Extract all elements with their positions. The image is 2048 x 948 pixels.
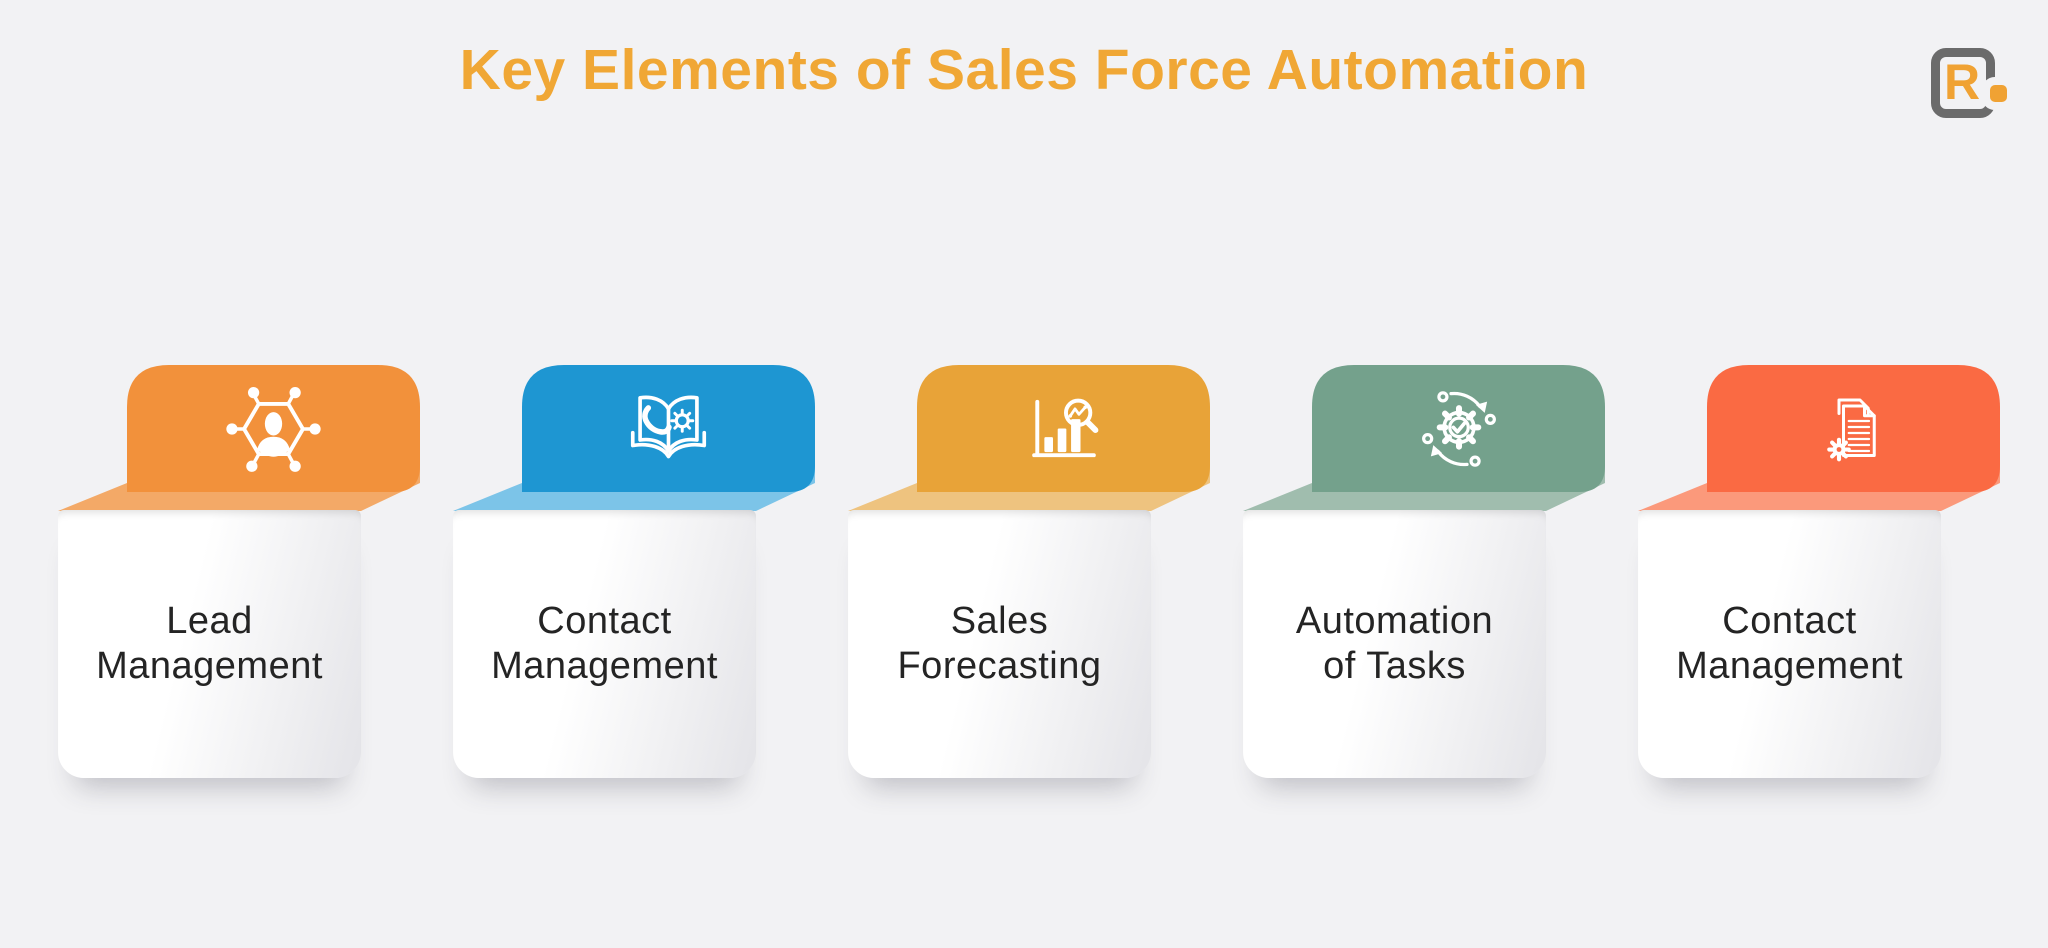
card-contact-management: Contact Management xyxy=(453,365,815,778)
card-contact-management-2: Contact Management xyxy=(1638,365,2000,778)
card-body: Contact Management xyxy=(1638,510,1941,778)
card-header-shape xyxy=(1638,365,2000,511)
card-label: Sales Forecasting xyxy=(897,600,1102,687)
page-title: Key Elements of Sales Force Automation xyxy=(459,38,1589,102)
network-user-icon xyxy=(226,386,321,472)
card-automation-of-tasks: Automation of Tasks xyxy=(1243,365,1605,778)
book-phone-gear-icon xyxy=(630,395,707,458)
card-body: Contact Management xyxy=(453,510,756,778)
card-label: Automation of Tasks xyxy=(1295,600,1494,687)
documents-gear-icon xyxy=(1826,398,1876,462)
card-label: Lead Management xyxy=(96,600,323,687)
bar-chart-magnifier-icon xyxy=(1031,398,1098,458)
gear-sync-icon xyxy=(1421,390,1496,467)
logo-letter: R xyxy=(1943,54,1981,110)
card-tab xyxy=(1707,365,2000,492)
card-label: Contact Management xyxy=(1676,600,1903,687)
card-label: Contact Management xyxy=(491,600,718,687)
card-lead-management: Lead Management xyxy=(58,365,420,778)
card-body: Lead Management xyxy=(58,510,361,778)
card-body: Sales Forecasting xyxy=(848,510,1151,778)
card-sales-forecasting: Sales Forecasting xyxy=(848,365,1210,778)
logo-dot-icon xyxy=(1990,85,2007,102)
brand-logo: R xyxy=(1931,48,2007,118)
card-body: Automation of Tasks xyxy=(1243,510,1546,778)
